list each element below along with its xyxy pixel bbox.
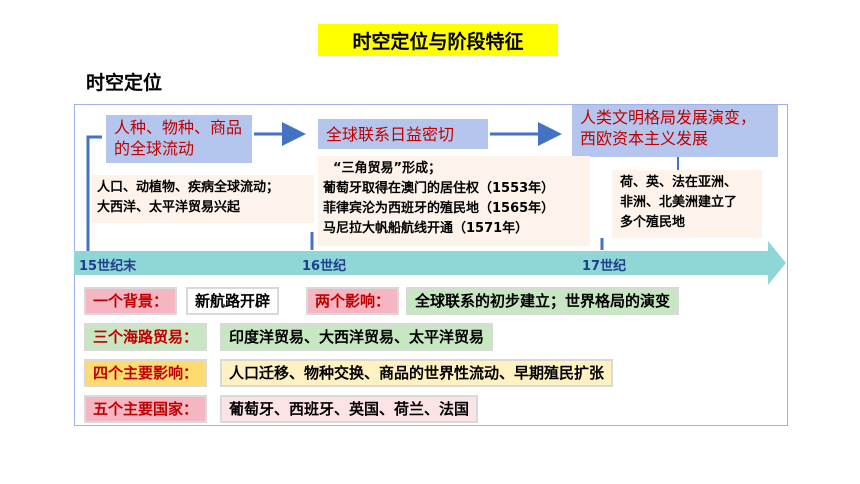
stage-box-1: 人种、物种、商品的全球流动 <box>106 115 252 163</box>
influence-value: 全球联系的初步建立；世界格局的演变 <box>406 287 680 315</box>
background-value: 新航路开辟 <box>186 287 280 315</box>
note-line: “三角贸易”形成； <box>333 161 442 176</box>
stage-box-2-text: 全球联系日益密切 <box>326 124 455 144</box>
effects-value: 人口迁移、物种交换、商品的世界性流动、早期殖民扩张 <box>220 359 614 387</box>
timeline-arrow <box>74 241 786 285</box>
trade-label: 三个海路贸易： <box>84 323 208 351</box>
effects-label: 四个主要影响： <box>84 359 208 387</box>
note-line: 人口、动植物、疾病全球流动； <box>97 180 280 195</box>
background-label: 一个背景： <box>84 287 178 315</box>
note-box-1: 人口、动植物、疾病全球流动； 大西洋、太平洋贸易兴起 <box>92 175 314 223</box>
note-box-2: “三角贸易”形成； 葡萄牙取得在澳门的居住权（1553年） 菲律宾沦为西班牙的殖… <box>318 156 590 246</box>
note-line: 荷、英、法在亚洲、 <box>620 175 738 190</box>
page-title: 时空定位与阶段特征 <box>318 24 558 56</box>
influence-label: 两个影响： <box>306 287 400 315</box>
era-label-16c: 16世纪 <box>302 259 347 274</box>
note-line: 葡萄牙取得在澳门的居住权（1553年） <box>323 181 555 196</box>
note-line: 马尼拉大帆船航线开通（1571年） <box>323 221 529 236</box>
note-line: 非洲、北美洲建立了 <box>620 195 738 210</box>
note-line: 多个殖民地 <box>620 215 686 230</box>
countries-label: 五个主要国家： <box>84 395 208 423</box>
countries-value: 葡萄牙、西班牙、英国、荷兰、法国 <box>220 395 479 423</box>
stage-box-3: 人类文明格局发展演变，西欧资本主义发展 <box>572 105 778 157</box>
section-heading: 时空定位 <box>86 72 163 94</box>
era-label-15c: 15世纪末 <box>79 259 137 274</box>
era-label-17c: 17世纪 <box>582 259 627 274</box>
trade-value: 印度洋贸易、大西洋贸易、太平洋贸易 <box>220 323 494 351</box>
stage-box-2: 全球联系日益密切 <box>318 119 488 149</box>
connector-left <box>86 135 102 251</box>
note-line: 大西洋、太平洋贸易兴起 <box>97 200 241 215</box>
note-line: 菲律宾沦为西班牙的殖民地（1565年） <box>323 201 555 216</box>
note-box-3: 荷、英、法在亚洲、 非洲、北美洲建立了 多个殖民地 <box>612 170 762 238</box>
